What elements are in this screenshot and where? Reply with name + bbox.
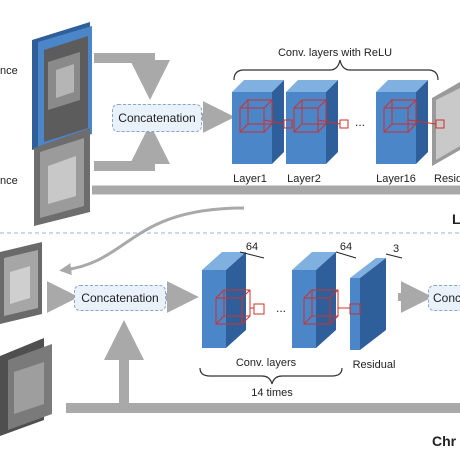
bottom-dim-2: 64: [340, 241, 352, 253]
curved-arrow: [59, 206, 245, 276]
top-layer-block-1: [232, 80, 284, 164]
conv-group-brace: [233, 59, 439, 81]
top-kernel-1: [239, 99, 293, 133]
conv-group-label: Conv. layers with ReLU: [278, 47, 392, 59]
bottom-concatenation-box: Concatenation: [74, 285, 166, 311]
top-layer-label-16: Layer16: [376, 173, 416, 185]
dim-arrow-2: [335, 251, 357, 259]
bottom-dim-3: 3: [393, 243, 399, 255]
bottom-right-concat-box: Conc: [428, 285, 460, 311]
bottom-layer-block-2: [292, 252, 336, 348]
input-image-top-1: [32, 22, 92, 150]
bottom-conv-label: Conv. layers: [236, 357, 297, 369]
bottom-dim-1: 64: [246, 241, 258, 253]
arrow-top-2: [94, 124, 170, 171]
bottom-right-label: Chr: [432, 433, 457, 449]
top-ellipsis: ...: [355, 115, 365, 129]
top-residual-label: Resid: [434, 173, 460, 185]
arrow-top-1: [94, 53, 170, 100]
bottom-times-label: 14 times: [251, 387, 293, 399]
input-image-top-2: [34, 128, 90, 226]
top-left-label-2: nce: [0, 175, 18, 187]
conv-brace-bottom: [199, 367, 343, 385]
top-layer-label-2: Layer2: [287, 173, 321, 185]
input-image-bottom-1: [0, 242, 42, 324]
dim-arrow-1: [239, 251, 265, 259]
arrow-bottom-up: [66, 320, 144, 413]
top-concatenation-box: Concatenation: [112, 104, 202, 132]
dim-arrow-3: [385, 253, 403, 259]
bottom-residual-label: Residual: [353, 359, 396, 371]
bottom-kernel-2: [303, 289, 361, 325]
bottom-kernel-1: [215, 289, 265, 325]
bottom-ellipsis: ...: [276, 301, 286, 315]
input-image-bottom-2: [0, 338, 52, 436]
bottom-layer-block-1: [202, 252, 246, 348]
top-right-label: L: [452, 211, 460, 227]
top-left-label-1: nce: [0, 65, 18, 77]
top-kernel-3: [383, 99, 445, 133]
top-kernel-2: [293, 99, 349, 133]
top-residual-sheet: [432, 82, 460, 166]
top-layer-label-1: Layer1: [233, 173, 267, 185]
top-layer-block-2: [286, 80, 338, 164]
